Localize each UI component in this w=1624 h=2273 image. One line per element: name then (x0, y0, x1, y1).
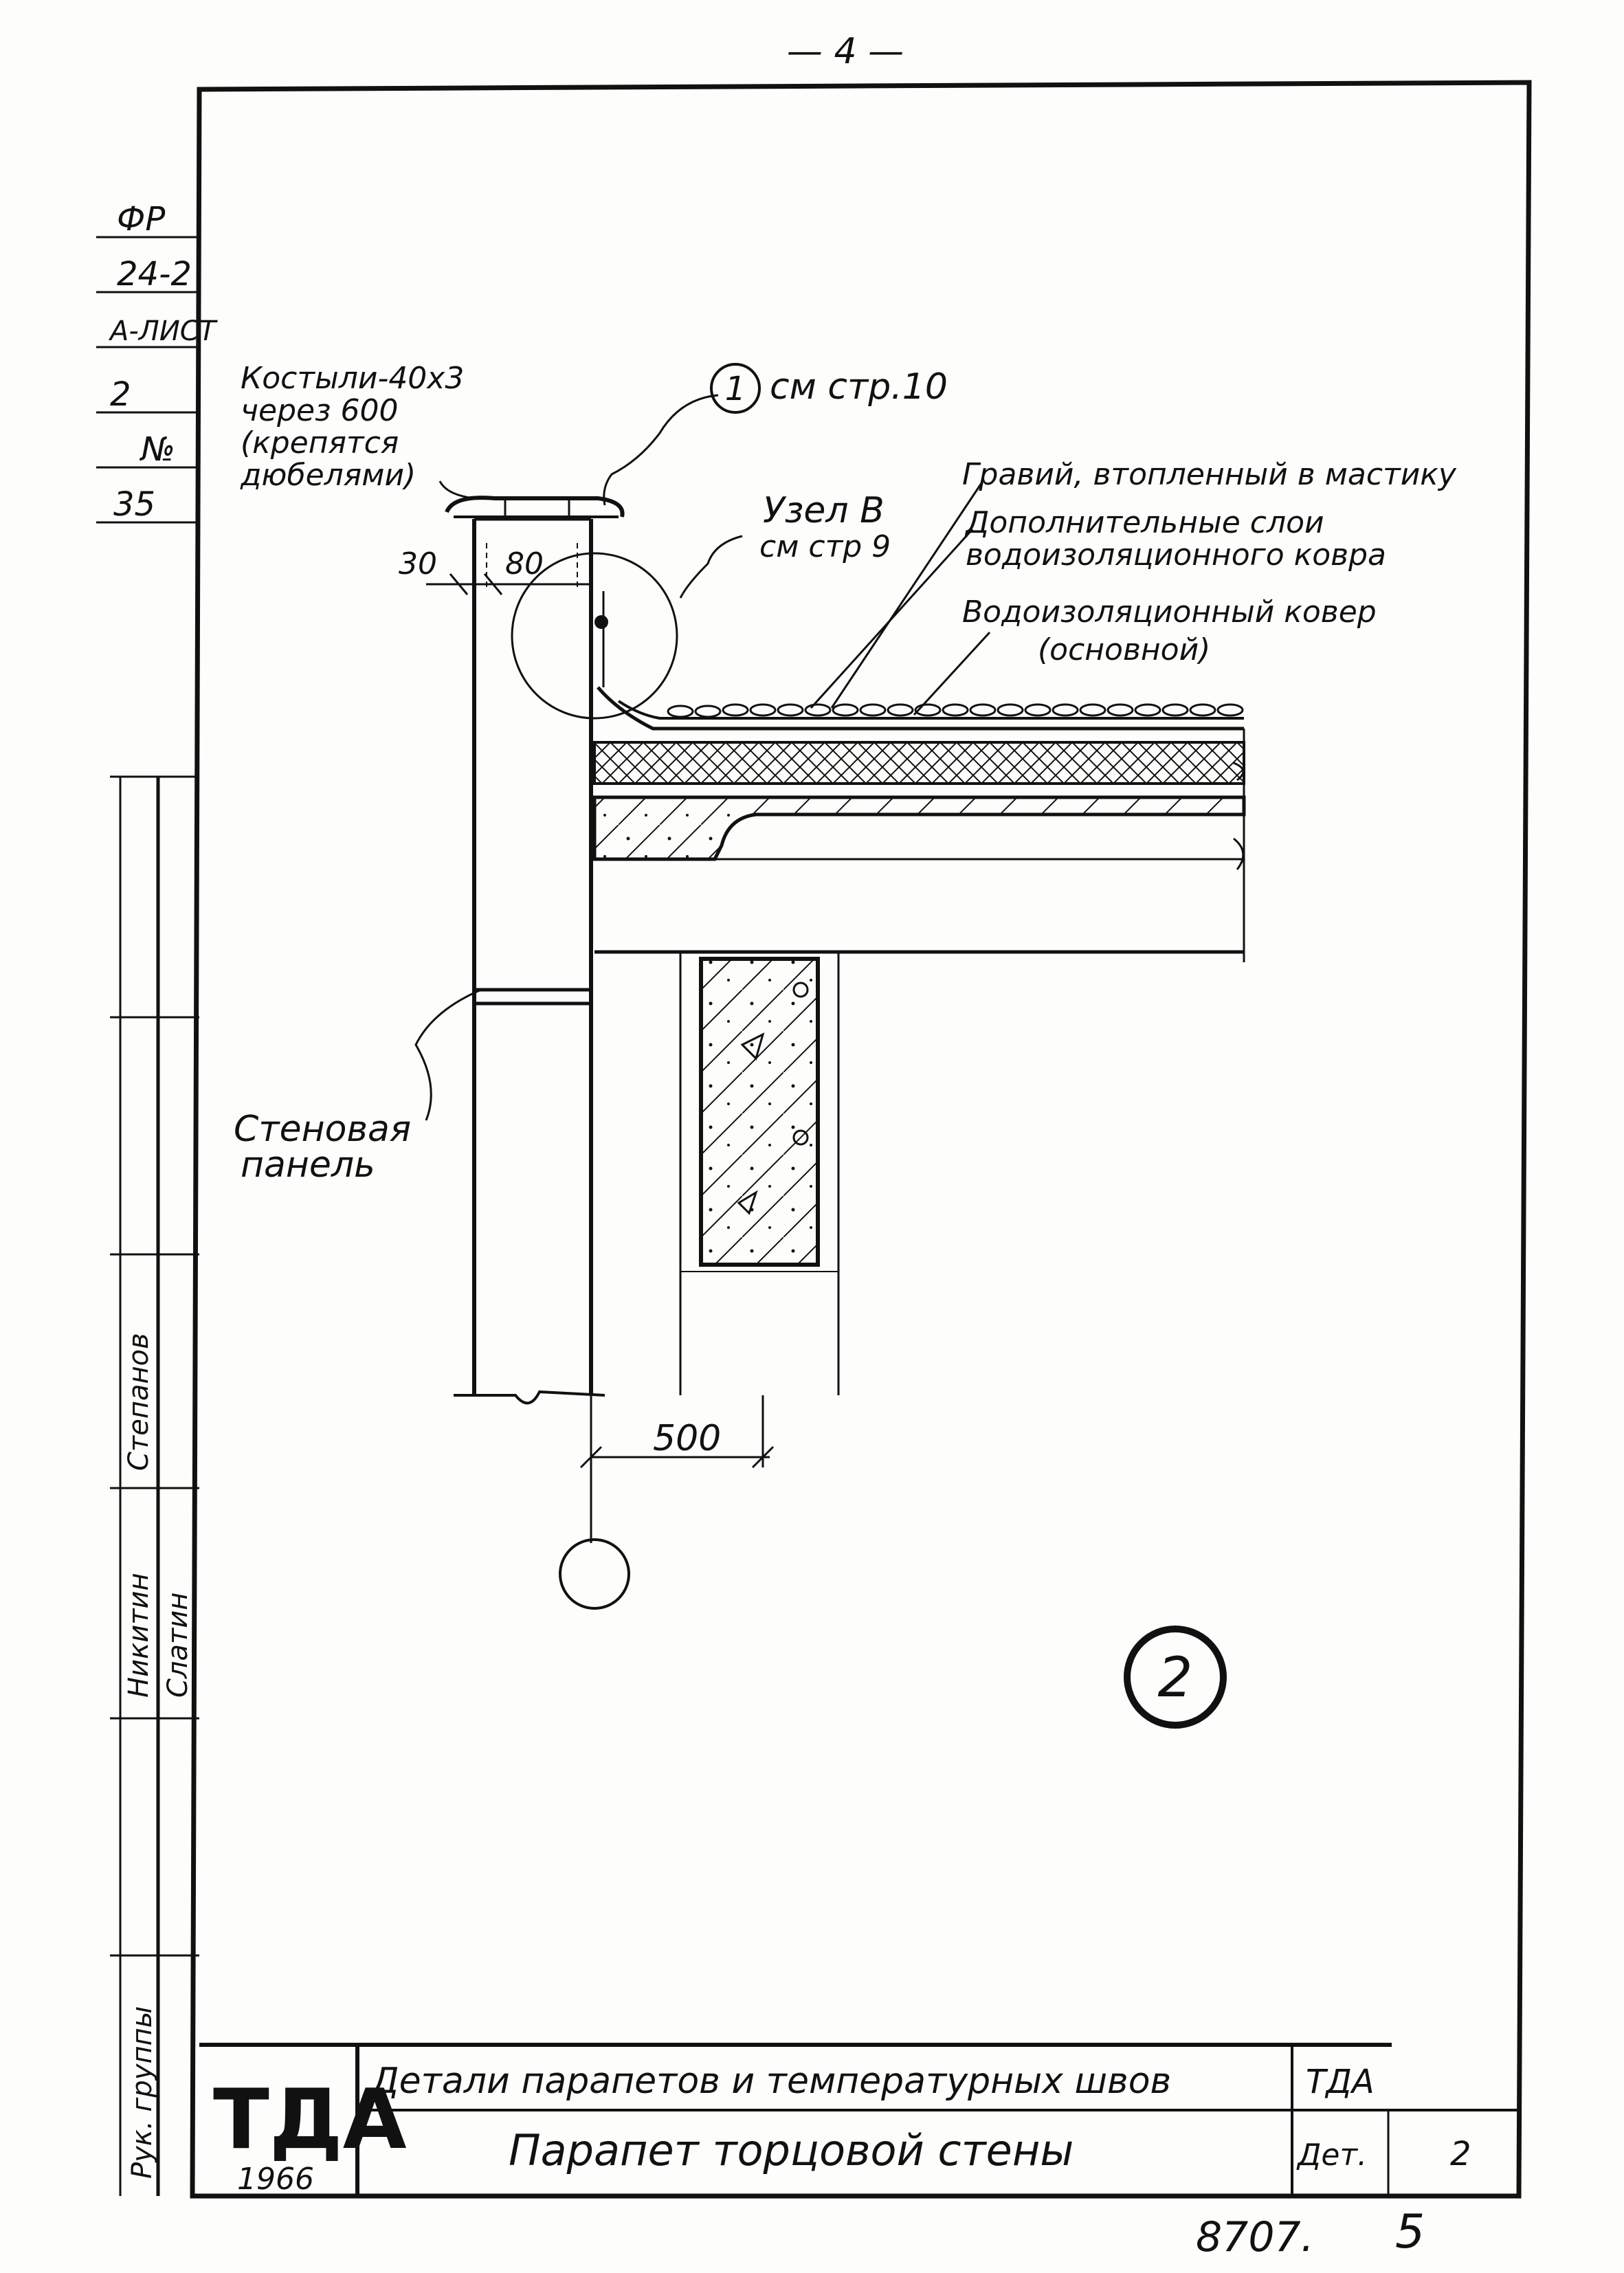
dimension-lines (426, 573, 775, 1543)
sheet-frame (96, 80, 1532, 2199)
detail-number: 2 (1158, 1645, 1193, 1709)
node-b-ref: см стр 9 (759, 529, 891, 564)
sheet-number: 2 (1450, 2135, 1471, 2173)
node-b-outline (511, 552, 678, 720)
kostyli-label-2: через 600 (241, 393, 398, 428)
kostyli-label-1: Костыли-40х3 (241, 361, 464, 396)
title-top: Детали парапетов и температурных швов (370, 2061, 1171, 2102)
axis-bubble (559, 1538, 630, 1610)
title-bottom: Парапет торцовой стены (509, 2125, 1074, 2175)
title-block (199, 2043, 1519, 2196)
roof-structure (592, 686, 1246, 962)
wall-panel-label-2: панель (241, 1144, 375, 1186)
wall-panel (445, 496, 625, 1405)
node-b-title: Узел В (763, 490, 885, 531)
page-number: — 4 — (787, 31, 904, 72)
stamp-6: 35 (113, 485, 155, 524)
title-year: 1966 (237, 2162, 314, 2197)
sheet-label: Дет. (1296, 2138, 1367, 2173)
org-logo: ТДА (213, 2072, 407, 2168)
stamp-3: А-ЛИСТ (108, 315, 219, 347)
dim-80: 80 (505, 546, 544, 581)
main-carpet-label-1: Водоизоляционный ковер (962, 595, 1377, 630)
gravel-label: Гравий, втопленный в мастику (962, 457, 1457, 492)
margin-col-4: Степанов (123, 1333, 155, 1471)
detail-number-circle (1124, 1626, 1227, 1729)
wall-panel-label-1: Стеновая (234, 1109, 411, 1150)
stamp-1: ФР (117, 200, 165, 239)
stamp-5: № (139, 430, 175, 469)
dim-500: 500 (653, 1418, 721, 1459)
footer-page: 5 (1395, 2205, 1425, 2259)
stamp-4: 2 (110, 375, 131, 414)
column-section (679, 952, 840, 1395)
node1-circle (710, 363, 761, 414)
anchor-dot (594, 615, 608, 629)
node1-ref: см стр.10 (770, 366, 948, 408)
title-code: ТДА (1306, 2063, 1375, 2101)
kostyli-label-3: (крепятся (241, 425, 399, 461)
margin-col-3: Никитин (123, 1573, 155, 1698)
extra-layers-label-1: Дополнительные слои (964, 505, 1324, 540)
extra-layers-label-2: водоизоляционного ковра (966, 537, 1386, 573)
stamp-2: 24-2 (117, 255, 192, 293)
node1-number: 1 (725, 370, 746, 408)
side-stamps: ФР 24-2 А-ЛИСТ 2 № 35 Рук. группы Слатин… (108, 200, 219, 2179)
doc-number: 8707. (1196, 2213, 1314, 2261)
dim-30: 30 (399, 546, 437, 581)
main-carpet-label-2: (основной) (1038, 632, 1210, 667)
margin-col-2: Слатин (162, 1593, 194, 1698)
kostyli-label-4: дюбелями) (240, 458, 416, 493)
leader-lines (414, 394, 991, 1121)
margin-col-1: Рук. группы (126, 2006, 158, 2179)
